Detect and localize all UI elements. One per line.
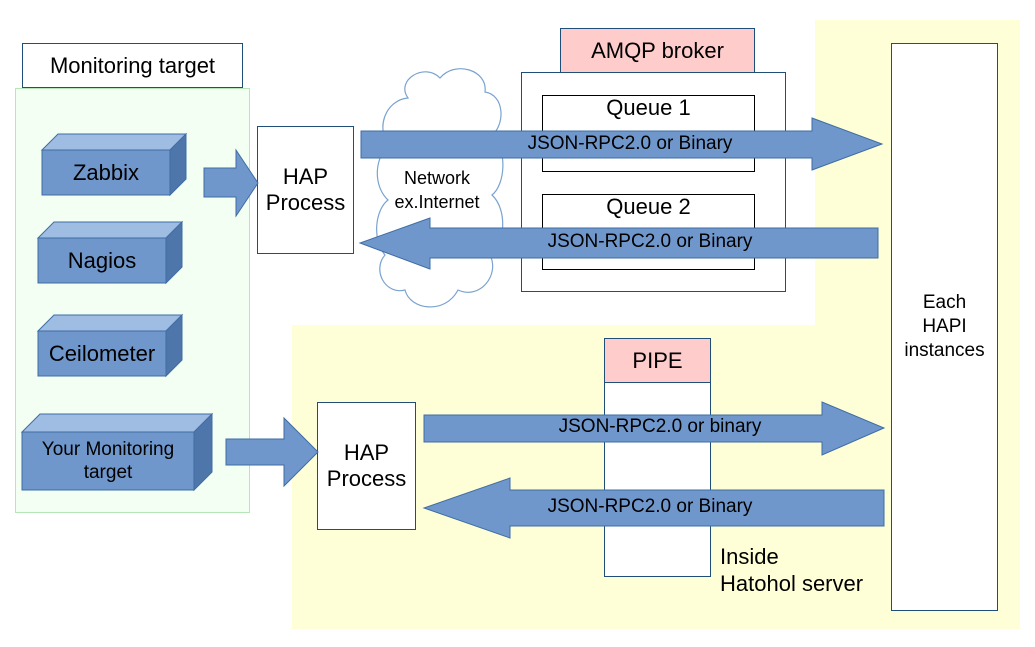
nagios-box: [36, 220, 184, 285]
ceilometer-label: Ceilometer: [48, 340, 156, 366]
input-arrow-top: [203, 148, 259, 218]
your-monitoring-target-label: Your Monitoring target: [41, 439, 175, 483]
arrow-bottom-left-label: JSON-RPC2.0 or Binary: [547, 496, 753, 517]
hapi-label-line1: Each: [922, 292, 967, 313]
hap-process-top: HAP Process: [257, 126, 354, 254]
input-arrow-bottom: [225, 416, 319, 488]
hapi-label-line2: HAPI: [922, 316, 967, 337]
arrow-bottom-right: [423, 401, 886, 456]
zabbix-label: Zabbix: [72, 159, 140, 185]
arrow-top-left: [358, 217, 879, 270]
arrow-bottom-right-label: JSON-RPC2.0 or binary: [558, 416, 762, 437]
arrow-top-right-label: JSON-RPC2.0 or Binary: [527, 133, 733, 154]
your-monitoring-target-box: [20, 412, 214, 492]
amqp-broker-title: AMQP broker: [560, 28, 755, 73]
monitoring-target-title: Monitoring target: [22, 43, 243, 88]
ceilometer-box: [36, 313, 184, 378]
hatohol-label-line2: Hatohol server: [720, 571, 864, 596]
hapi-instances-box: [891, 43, 998, 611]
nagios-label: Nagios: [67, 247, 137, 273]
pipe-title: PIPE: [604, 338, 711, 383]
hap-process-bottom: HAP Process: [317, 402, 416, 530]
hapi-label-line3: instances: [904, 340, 985, 361]
zabbix-box: [40, 132, 188, 197]
arrow-top-left-label: JSON-RPC2.0 or Binary: [547, 231, 753, 252]
arrow-bottom-left: [422, 477, 885, 539]
queue-2-label: Queue 2: [606, 194, 691, 219]
network-label-line2: ex.Internet: [394, 192, 480, 212]
arrow-top-right: [360, 117, 884, 171]
hatohol-label-line1: Inside: [720, 544, 779, 569]
network-label-line1: Network: [403, 168, 470, 188]
queue-1-label: Queue 1: [606, 95, 691, 120]
